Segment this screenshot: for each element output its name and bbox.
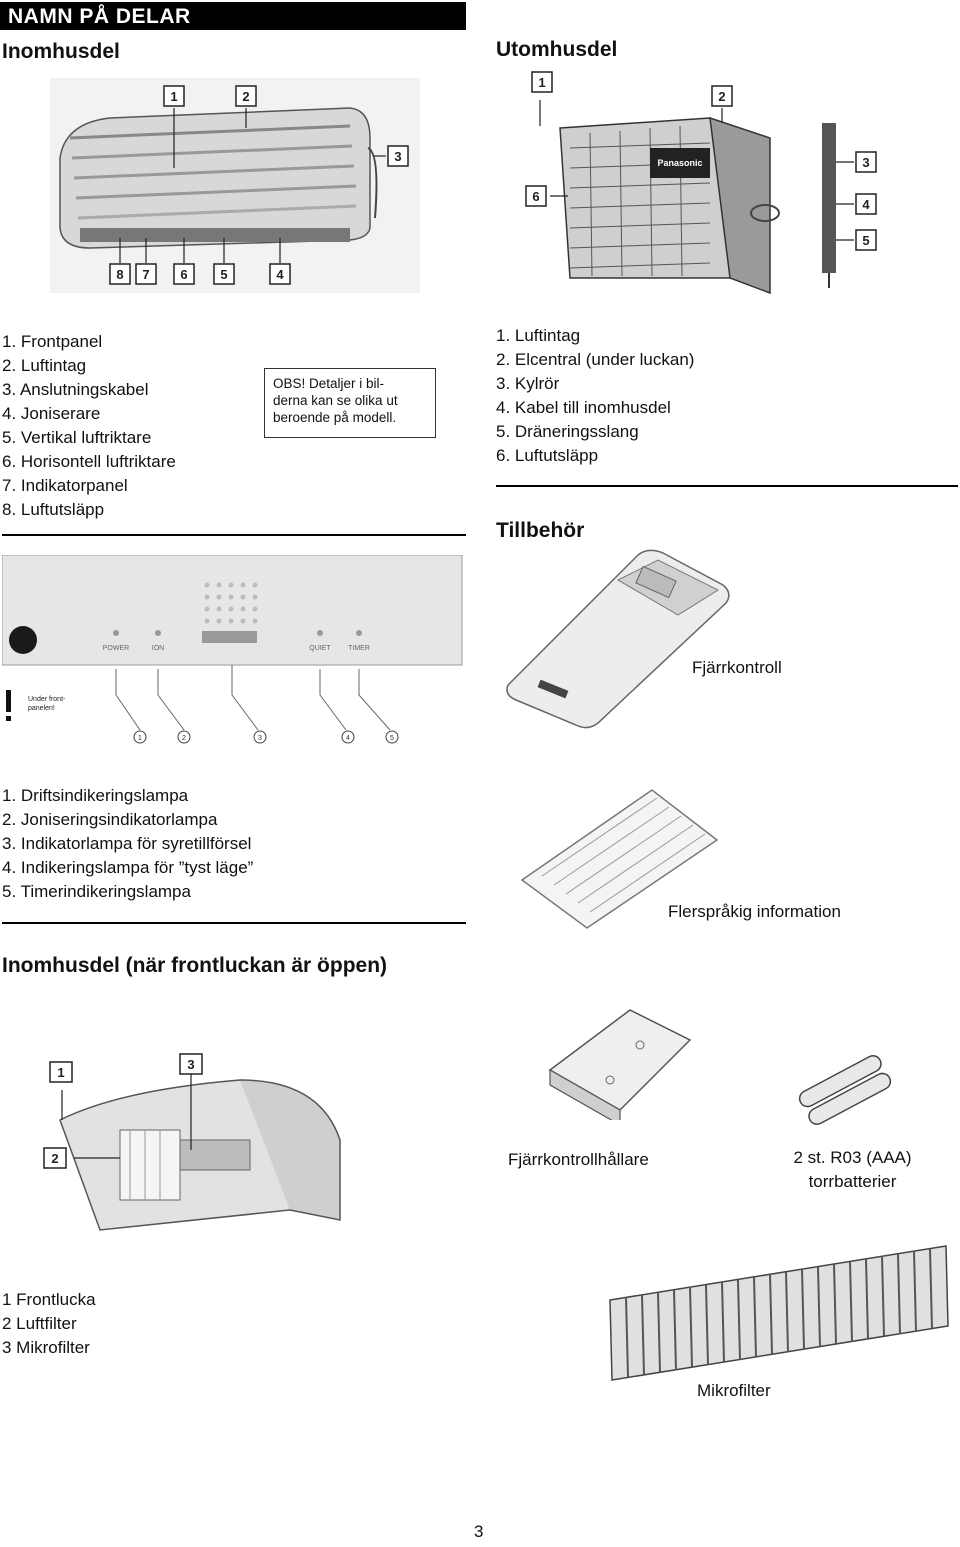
indoor-parts-list: 1. Frontpanel 2. Luftintag 3. Anslutning… [2, 330, 176, 522]
indicator-callout: 4 [346, 735, 350, 742]
warning-text: Under front- [28, 696, 66, 703]
microfilter-illustration [609, 1245, 949, 1381]
indicator-parts-list: 1. Driftsindikeringslampa 2. Joniserings… [2, 784, 253, 904]
indoor-callout: 3 [394, 149, 401, 164]
accessories-title: Tillbehör [496, 519, 585, 542]
indicator-label: POWER [103, 645, 129, 652]
indoor-callout: 2 [242, 89, 249, 104]
section-header: NAMN PÅ DELAR [0, 2, 466, 30]
list-item: 7. Indikatorpanel [2, 476, 128, 495]
list-item: 2. Luftintag [2, 356, 87, 375]
indoor-open-callout: 1 [57, 1065, 64, 1080]
batteries-caption: 2 st. R03 (AAA) torrbatterier [770, 1146, 935, 1194]
indicator-label: TIMER [348, 645, 370, 652]
information-sheet-illustration [520, 789, 719, 929]
indoor-callout: 7 [142, 267, 149, 282]
batteries-line: torrbatterier [808, 1172, 897, 1191]
list-item: 3 Mikrofilter [2, 1338, 90, 1357]
indicator-panel-illustration: POWER ION QUIET TIMER Under front- panel… [2, 555, 463, 744]
outdoor-callout: 6 [532, 189, 539, 204]
list-item: 4. Kabel till inomhusdel [496, 398, 671, 417]
list-item: 6. Luftutsläpp [496, 446, 599, 465]
list-item: 5. Dräneringsslang [496, 422, 639, 441]
indoor-open-illustration: 1 3 2 [43, 1053, 341, 1231]
remote-caption: Fjärrkontroll [692, 658, 782, 677]
divider [496, 485, 958, 487]
indicator-label: ION [152, 645, 164, 652]
remote-holder-illustration [548, 1009, 692, 1120]
indicator-label: QUIET [309, 645, 331, 652]
outdoor-callout: 1 [538, 75, 545, 90]
list-item: 4. Indikeringslampa för ”tyst läge” [2, 858, 254, 877]
list-item: 1. Frontpanel [2, 332, 103, 351]
indicator-callout: 1 [138, 735, 142, 742]
warning-text: panelen! [28, 705, 55, 712]
outdoor-callout: 3 [862, 155, 869, 170]
divider [2, 922, 466, 924]
outdoor-unit-illustration: Panasonic 1 2 3 4 5 6 [525, 71, 877, 295]
list-item: 5. Timerindikeringslampa [2, 882, 191, 901]
indoor-open-callout: 2 [51, 1151, 58, 1166]
section-header-title: NAMN PÅ DELAR [8, 5, 191, 28]
outdoor-title: Utomhusdel [496, 38, 618, 61]
list-item: 5. Vertikal luftriktare [2, 428, 152, 447]
list-item: 3. Indikatorlampa för syretillförsel [2, 834, 252, 853]
indoor-callout: 8 [116, 267, 123, 282]
batteries-line: 2 st. R03 (AAA) [793, 1148, 912, 1167]
outdoor-callout: 4 [862, 197, 870, 212]
list-item: 6. Horisontell luftriktare [2, 452, 176, 471]
indicator-callout: 5 [390, 735, 394, 742]
indoor-open-parts-list: 1 Frontlucka 2 Luftfilter 3 Mikrofilter [2, 1288, 96, 1360]
indoor-callout: 5 [220, 267, 227, 282]
indoor-open-callout: 3 [187, 1057, 194, 1072]
note-line: beroende på modell. [273, 410, 397, 425]
note-box: OBS! Detaljer i bil- derna kan se olika … [264, 368, 436, 438]
list-item: 1 Frontlucka [2, 1290, 96, 1309]
outdoor-parts-list: 1. Luftintag 2. Elcentral (under luckan)… [496, 324, 694, 468]
info-caption: Flerspråkig information [668, 902, 841, 921]
list-item: 1. Luftintag [496, 326, 581, 345]
microfilter-caption: Mikrofilter [697, 1381, 771, 1400]
page-number: 3 [474, 1522, 484, 1541]
brand-label: Panasonic [657, 158, 702, 168]
indoor-callout: 1 [170, 89, 177, 104]
holder-caption: Fjärrkontrollhållare [508, 1150, 649, 1169]
list-item: 3. Anslutningskabel [2, 380, 149, 399]
batteries-illustration [798, 1055, 892, 1125]
indoor-unit-illustration: 1 2 3 8 7 6 5 4 [50, 78, 420, 293]
list-item: 4. Joniserare [2, 404, 101, 423]
indoor-title: Inomhusdel [2, 40, 120, 63]
list-item: 2 Luftfilter [2, 1314, 77, 1333]
list-item: 2. Joniseringsindikatorlampa [2, 810, 218, 829]
note-line: OBS! Detaljer i bil- [273, 376, 385, 391]
indicator-callout: 3 [258, 735, 262, 742]
outdoor-callout: 2 [718, 89, 725, 104]
indoor-open-title: Inomhusdel (när frontluckan är öppen) [2, 954, 388, 977]
list-item: 3. Kylrör [496, 374, 560, 393]
note-line: derna kan se olika ut [273, 393, 398, 408]
list-item: 2. Elcentral (under luckan) [496, 350, 695, 369]
list-item: 1. Driftsindikeringslampa [2, 786, 189, 805]
outdoor-callout: 5 [862, 233, 869, 248]
list-item: 8. Luftutsläpp [2, 500, 105, 519]
indoor-callout: 4 [276, 267, 284, 282]
indoor-callout: 6 [180, 267, 187, 282]
indicator-callout: 2 [182, 735, 186, 742]
divider [2, 534, 466, 536]
remote-control-illustration [506, 549, 730, 729]
